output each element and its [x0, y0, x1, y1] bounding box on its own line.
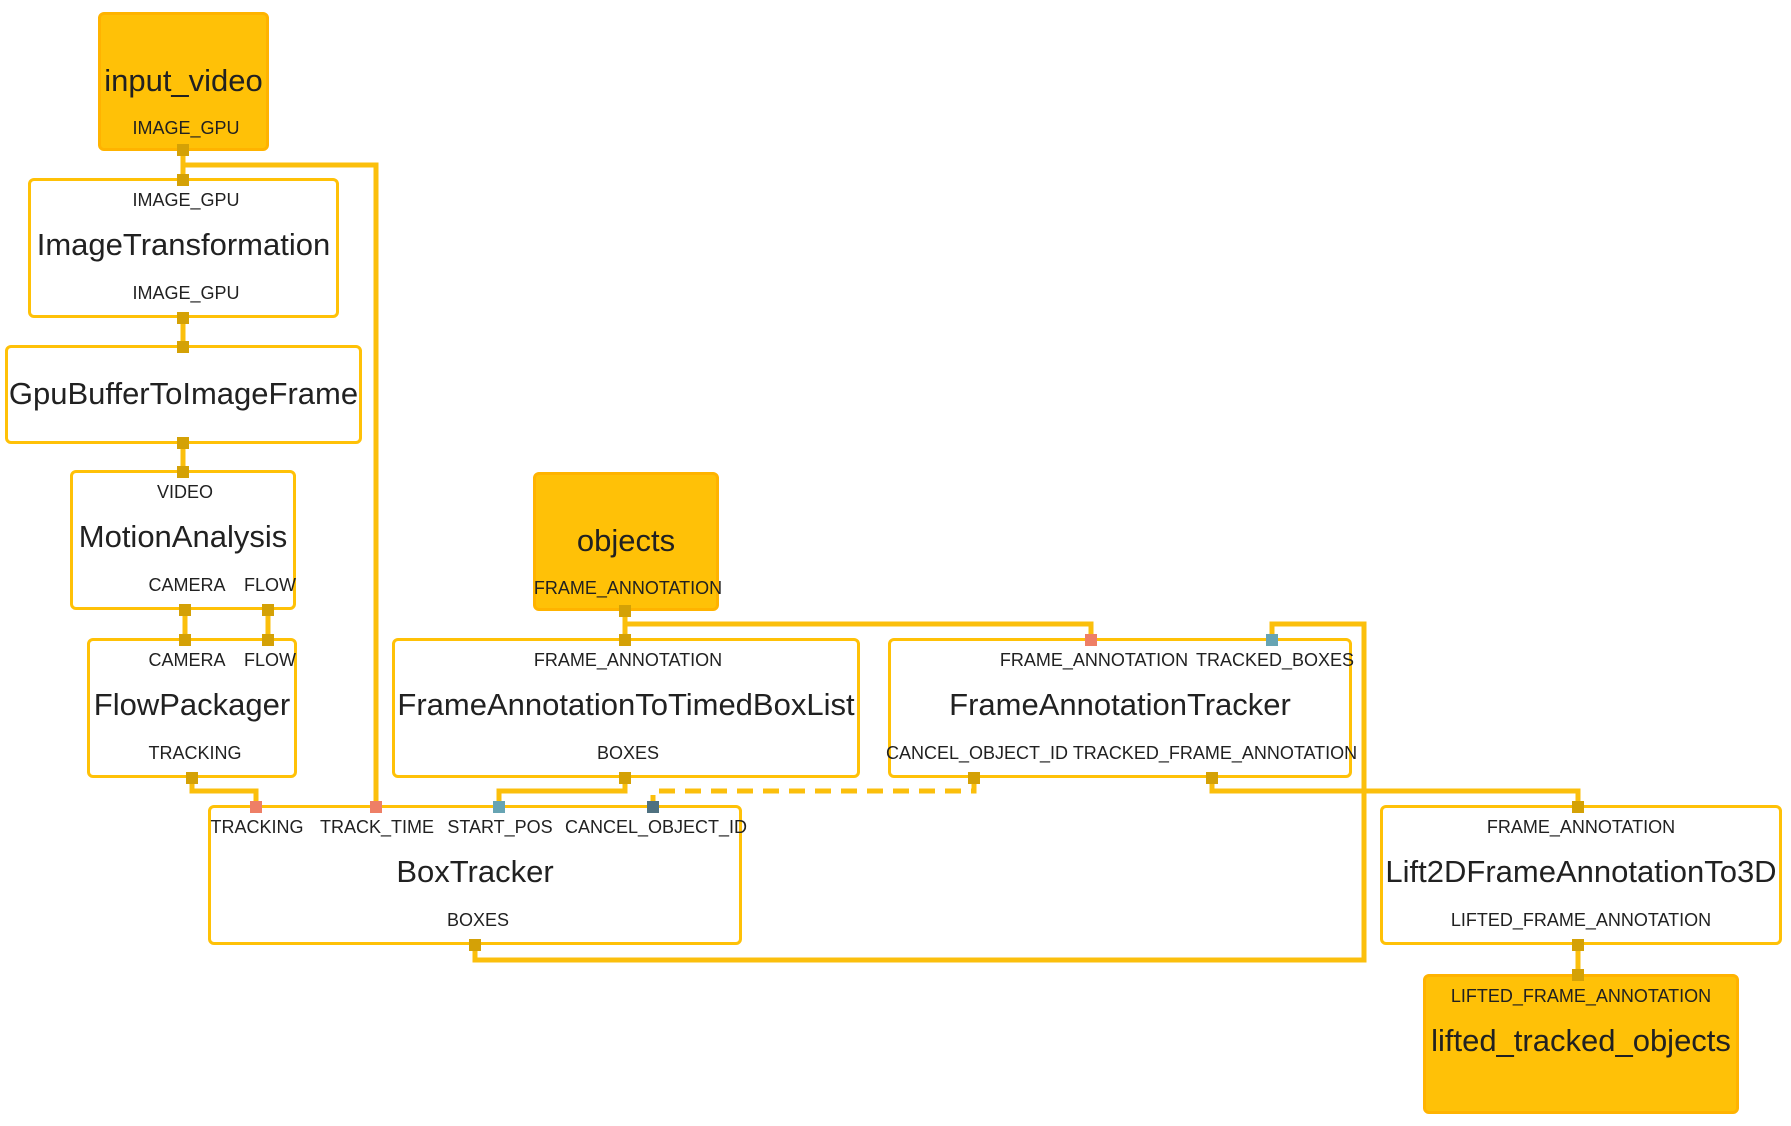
image-transformation-node[interactable]: IMAGE_GPU ImageTransformation IMAGE_GPU — [28, 178, 339, 318]
objects-node[interactable]: objects FRAME_ANNOTATION — [533, 472, 723, 611]
port-label: FRAME_ANNOTATION — [533, 650, 723, 670]
port-label: IMAGE_GPU — [132, 283, 240, 303]
pin-tracker-tracked-frame-annotation[interactable] — [1206, 772, 1218, 784]
port-label: FRAME_ANNOTATION — [533, 578, 723, 598]
port-label: FLOW — [244, 575, 296, 595]
node-title: lifted_tracked_objects — [1431, 1023, 1731, 1058]
port-label: CANCEL_OBJECT_ID — [564, 817, 748, 837]
pin-gpu-buffer-in[interactable] — [177, 341, 189, 353]
port-label: TRACKING — [148, 743, 242, 763]
node-title: FrameAnnotationToTimedBoxList — [397, 687, 855, 722]
port-label: FRAME_ANNOTATION — [1486, 817, 1676, 837]
port-label: IMAGE_GPU — [132, 190, 240, 210]
edge-boxlist-to-start-pos — [496, 778, 628, 807]
pin-motion-analysis-camera[interactable] — [179, 604, 191, 616]
node-title: Lift2DFrameAnnotationTo3D — [1385, 854, 1777, 889]
port-label: VIDEO — [156, 482, 214, 502]
pin-flow-packager-flow[interactable] — [262, 634, 274, 646]
node-title: input_video — [104, 63, 263, 98]
port-label: TRACK_TIME — [319, 817, 435, 837]
pin-gpu-buffer-out[interactable] — [177, 437, 189, 449]
port-label: BOXES — [446, 910, 510, 930]
port-label: TRACKED_BOXES — [1195, 650, 1355, 670]
port-label: CAMERA — [148, 575, 226, 595]
pin-tracker-cancel-object-id[interactable] — [968, 772, 980, 784]
node-title: BoxTracker — [396, 854, 554, 889]
frame-annotation-to-timed-box-list-node[interactable]: FRAME_ANNOTATION FrameAnnotationToTimedB… — [392, 638, 860, 778]
port-label: CANCEL_OBJECT_ID — [885, 743, 1069, 763]
edge-cancel-object-id — [650, 778, 977, 807]
node-title: FrameAnnotationTracker — [949, 687, 1291, 722]
port-label: BOXES — [596, 743, 660, 763]
pin-objects-frame-annotation[interactable] — [619, 605, 631, 617]
pin-tracker-tracked-boxes[interactable] — [1266, 634, 1278, 646]
pin-box-tracker-cancel-object-id[interactable] — [647, 801, 659, 813]
pin-flow-packager-camera[interactable] — [179, 634, 191, 646]
pin-motion-analysis-video[interactable] — [177, 466, 189, 478]
gpu-buffer-to-image-frame-node[interactable]: GpuBufferToImageFrame — [5, 345, 362, 444]
pin-input-video-image-gpu[interactable] — [177, 144, 189, 156]
port-label: START_POS — [447, 817, 553, 837]
port-label: LIFTED_FRAME_ANNOTATION — [1450, 910, 1712, 930]
port-label: CAMERA — [148, 650, 226, 670]
node-title: GpuBufferToImageFrame — [8, 376, 359, 411]
motion-analysis-node[interactable]: VIDEO MotionAnalysis CAMERA FLOW — [70, 470, 296, 610]
port-label: IMAGE_GPU — [132, 118, 240, 138]
pin-image-transformation-in[interactable] — [177, 174, 189, 186]
port-label: TRACKING — [210, 817, 304, 837]
node-title: MotionAnalysis — [78, 519, 288, 554]
box-tracker-node[interactable]: TRACKING TRACK_TIME START_POS CANCEL_OBJ… — [208, 805, 747, 945]
pin-output-lifted-frame-annotation[interactable] — [1572, 969, 1584, 981]
port-label: LIFTED_FRAME_ANNOTATION — [1450, 986, 1712, 1006]
frame-annotation-tracker-node[interactable]: FRAME_ANNOTATION TRACKED_BOXES FrameAnno… — [885, 638, 1357, 778]
pin-lift-lifted-frame-annotation[interactable] — [1572, 939, 1584, 951]
port-label: FRAME_ANNOTATION — [999, 650, 1189, 670]
flow-packager-node[interactable]: CAMERA FLOW FlowPackager TRACKING — [87, 638, 297, 778]
port-label: FLOW — [244, 650, 296, 670]
edge-input-video-to-track-time — [183, 162, 379, 807]
lift-2d-frame-annotation-to-3d-node[interactable]: FRAME_ANNOTATION Lift2DFrameAnnotationTo… — [1380, 805, 1782, 945]
lifted-tracked-objects-node[interactable]: LIFTED_FRAME_ANNOTATION lifted_tracked_o… — [1423, 974, 1739, 1114]
pin-box-tracker-tracking[interactable] — [250, 801, 262, 813]
pin-box-tracker-boxes[interactable] — [469, 939, 481, 951]
edge-tracking — [189, 778, 259, 807]
node-title: objects — [576, 523, 676, 558]
pin-flow-packager-tracking[interactable] — [186, 772, 198, 784]
edge-boxes-to-tracked-boxes — [472, 621, 1367, 963]
edge-tracked-frame-to-lift — [1209, 778, 1581, 807]
pin-lift-frame-annotation[interactable] — [1572, 801, 1584, 813]
pin-tracker-frame-annotation[interactable] — [1085, 634, 1097, 646]
pin-boxlist-frame-annotation[interactable] — [619, 634, 631, 646]
pin-box-tracker-start-pos[interactable] — [493, 801, 505, 813]
pin-box-tracker-track-time[interactable] — [370, 801, 382, 813]
pin-image-transformation-out[interactable] — [177, 312, 189, 324]
input-video-node[interactable]: input_video IMAGE_GPU — [98, 12, 269, 151]
pin-boxlist-boxes[interactable] — [619, 772, 631, 784]
pin-motion-analysis-flow[interactable] — [262, 604, 274, 616]
port-label: TRACKED_FRAME_ANNOTATION — [1072, 743, 1358, 763]
node-title: ImageTransformation — [36, 227, 331, 262]
node-title: FlowPackager — [93, 687, 291, 722]
